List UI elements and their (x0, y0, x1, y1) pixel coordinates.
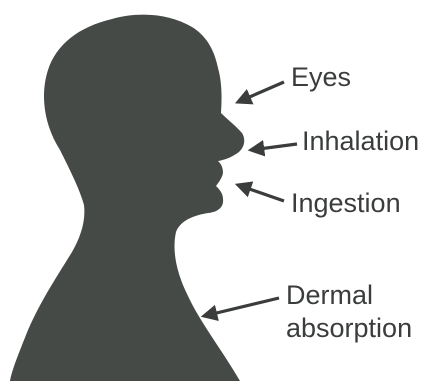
ingestion-arrow (238, 185, 284, 201)
dermal-label: Dermal (286, 280, 373, 310)
eyes-arrow (238, 82, 284, 102)
ingestion-label: Ingestion (291, 188, 401, 218)
inhalation-label: Inhalation (302, 126, 419, 156)
absorption-label: absorption (286, 313, 412, 343)
human-head-profile-icon (10, 15, 244, 381)
eyes-label: Eyes (291, 62, 351, 92)
inhalation-arrow (251, 144, 297, 150)
dermal-absorption-arrow (204, 298, 279, 316)
